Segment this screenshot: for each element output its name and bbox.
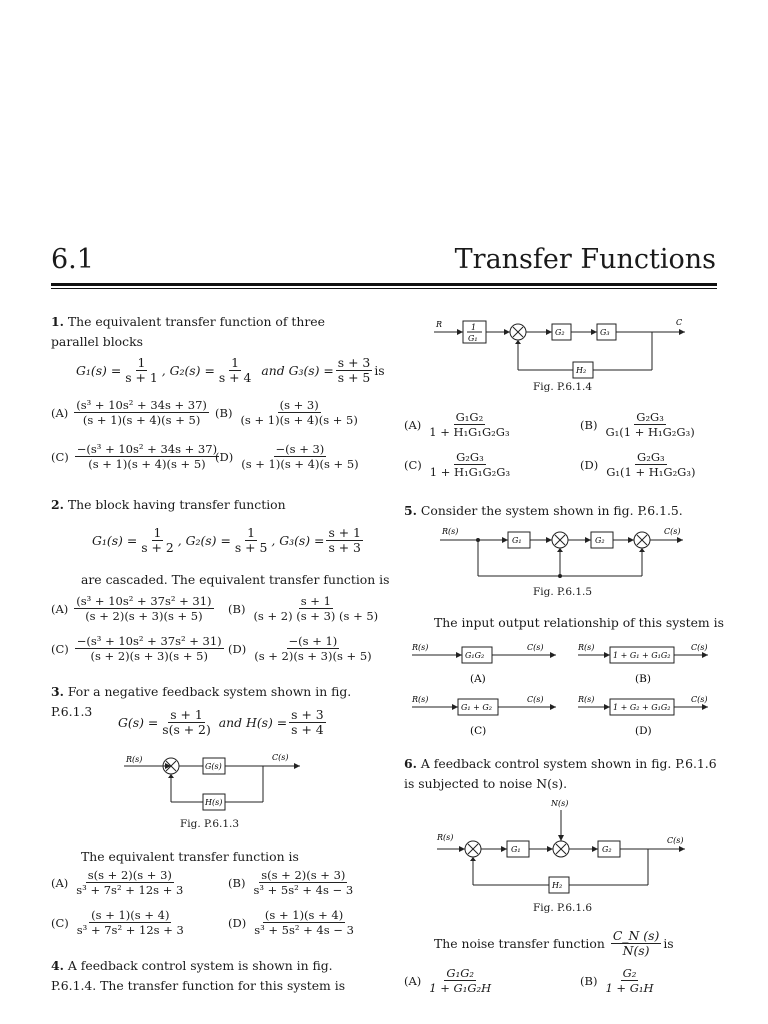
section-number: 6.1 — [51, 244, 94, 275]
q3-diagram-g: G(s) — [205, 762, 222, 771]
q3-option-b[interactable]: (B) s(s + 2)(s + 3)s³ + 5s² + 4s − 3 — [228, 868, 354, 897]
q3-fig-caption: Fig. P.6.1.3 — [180, 818, 240, 830]
svg-text:C(s): C(s) — [527, 643, 543, 652]
header-rule-thick — [51, 283, 717, 286]
q6-diagram-c: C(s) — [667, 836, 683, 845]
q4-diagram-c: C — [676, 318, 682, 327]
q1-option-b[interactable]: (B) (s + 3)(s + 1)(s + 4)(s + 5) — [215, 398, 358, 427]
q4-diagram-g3: G₃ — [600, 328, 610, 337]
q1-option-a[interactable]: (A) (s³ + 10s² + 34s + 37)(s + 1)(s + 4)… — [51, 398, 209, 427]
q5-block-diagram: R(s) G₁ G₂ C(s) — [440, 527, 683, 578]
svg-text:(A): (A) — [470, 673, 486, 685]
svg-text:(B): (B) — [635, 673, 651, 685]
q3-diagram-h: H(s) — [204, 798, 222, 807]
svg-text:C(s): C(s) — [527, 695, 543, 704]
q6-diagram-h2: H₂ — [551, 881, 562, 890]
svg-text:(D): (D) — [635, 725, 652, 737]
q5-fig-caption: Fig. P.6.1.5 — [533, 586, 593, 598]
q4-diagram-h2: H₂ — [575, 366, 586, 375]
q6-diagram-g2: G₂ — [602, 845, 612, 854]
svg-text:R(s): R(s) — [578, 643, 594, 652]
q1-number: 1. — [51, 314, 64, 329]
q4-text: 4. A feedback control system is shown in… — [51, 958, 346, 993]
q5-text: 5. Consider the system shown in fig. P.6… — [404, 503, 683, 518]
q5-diagram-g2: G₂ — [595, 536, 605, 545]
q4-diagram-r: R — [435, 320, 442, 329]
svg-text:G₁ + G₂: G₁ + G₂ — [461, 703, 492, 712]
q6-text: 6. A feedback control system shown in fi… — [404, 756, 717, 791]
svg-text:C(s): C(s) — [691, 643, 707, 652]
q2-text: 2. The block having transfer function — [51, 497, 286, 512]
q2-option-a[interactable]: (A) (s³ + 10s² + 37s² + 31)(s + 2)(s + 3… — [51, 594, 214, 623]
q4-fig-caption: Fig. P.6.1.4 — [533, 381, 593, 393]
q5-diagram-c: C(s) — [664, 527, 680, 536]
q2-text2: are cascaded. The equivalent transfer fu… — [81, 572, 390, 587]
q4-block-diagram: R 1 G₁ G₂ G₃ C H₂ — [434, 318, 685, 379]
q3-block-diagram: R(s) G(s) C(s) H(s) — [124, 753, 300, 811]
q4-diagram-g2: G₂ — [555, 328, 565, 337]
svg-text:R(s): R(s) — [578, 695, 594, 704]
q2-option-d[interactable]: (D) −(s + 1)(s + 2)(s + 3)(s + 5) — [228, 634, 372, 663]
q5-text2: The input output relationship of this sy… — [434, 615, 724, 630]
svg-text:R(s): R(s) — [411, 695, 428, 704]
q2-option-c[interactable]: (C) −(s³ + 10s² + 37s² + 31)(s + 2)(s + … — [51, 634, 224, 663]
q6-block-diagram: N(s) R(s) G₁ G₂ C(s) H₂ — [436, 799, 685, 894]
q6-text2: The noise transfer function C_N (s)N(s) … — [434, 928, 674, 958]
q6-diagram-r: R(s) — [436, 833, 453, 842]
q1-option-c[interactable]: (C) −(s³ + 10s² + 34s + 37)(s + 1)(s + 4… — [51, 442, 220, 471]
q6-diagram-n: N(s) — [550, 799, 568, 808]
q4-diagram-b1d: G₁ — [468, 334, 478, 343]
q3-diagram-c: C(s) — [272, 753, 288, 762]
q1-text: 1. The equivalent transfer function of t… — [51, 312, 366, 352]
svg-text:1 + G₂ + G₁G₂: 1 + G₂ + G₁G₂ — [613, 703, 670, 712]
q3-diagram-r: R(s) — [125, 755, 142, 764]
svg-text:(C): (C) — [470, 725, 486, 737]
q5-diagram-r: R(s) — [441, 527, 458, 536]
q1-option-d[interactable]: (D) −(s + 3)(s + 1)(s + 4)(s + 5) — [215, 442, 359, 471]
q5-option-c[interactable]: R(s) G₁ + G₂ C(s) (C) — [410, 690, 560, 740]
section-title: Transfer Functions — [454, 244, 716, 275]
q4-diagram-b1n: 1 — [471, 323, 476, 332]
q1-stem: The equivalent transfer function of thre… — [51, 314, 325, 349]
q5-diagram-g1: G₁ — [512, 536, 522, 545]
q6-diagram-g1: G₁ — [511, 845, 521, 854]
svg-text:R(s): R(s) — [411, 643, 428, 652]
q2-option-b[interactable]: (B) s + 1(s + 2) (s + 3) (s + 5) — [228, 594, 379, 623]
q5-option-d[interactable]: R(s) 1 + G₂ + G₁G₂ C(s) (D) — [578, 690, 713, 740]
q5-option-a[interactable]: R(s) G₁G₂ C(s) (A) — [410, 638, 560, 688]
q5-option-b[interactable]: R(s) 1 + G₁ + G₁G₂ C(s) (B) — [578, 638, 713, 688]
q3-option-a[interactable]: (A) s(s + 2)(s + 3)s³ + 7s² + 12s + 3 — [51, 868, 184, 897]
q3-text: 3. For a negative feedback system shown … — [51, 684, 352, 719]
q3-option-c[interactable]: (C) (s + 1)(s + 4)s³ + 7s² + 12s + 3 — [51, 908, 184, 937]
svg-text:1 + G₁ + G₁G₂: 1 + G₁ + G₁G₂ — [613, 651, 670, 660]
q6-fig-caption: Fig. P.6.1.6 — [533, 902, 593, 914]
header-rule-thin — [51, 288, 717, 289]
q3-option-d[interactable]: (D) (s + 1)(s + 4)s³ + 5s² + 4s − 3 — [228, 908, 354, 937]
svg-text:C(s): C(s) — [691, 695, 707, 704]
svg-text:G₁G₂: G₁G₂ — [465, 651, 484, 660]
q3-text2: The equivalent transfer function is — [81, 849, 299, 864]
